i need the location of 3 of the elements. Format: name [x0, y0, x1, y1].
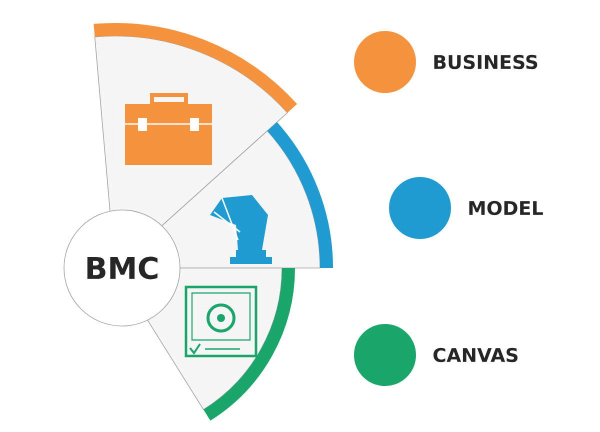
- legend-label: BUSINESS: [434, 54, 538, 70]
- legend-label: CANVAS: [433, 348, 518, 362]
- legend-label: MODEL: [469, 200, 543, 216]
